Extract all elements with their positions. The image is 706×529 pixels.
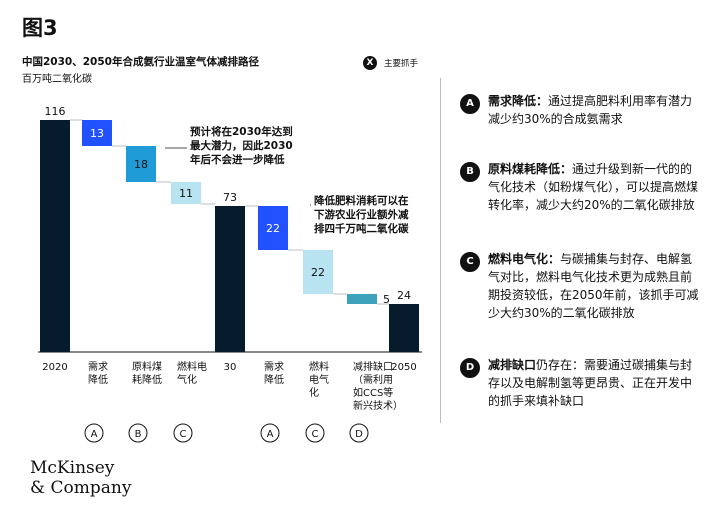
bar-6 [303,250,333,294]
brand-line-2: & Company [30,478,132,498]
lever-d-badge-icon: D [460,358,480,378]
value-label-7: 5 [383,293,390,306]
category-label-4: 30 [224,362,237,373]
category-label-2: 原料煤耗降低 [132,360,162,386]
lever-a-head: 需求降低： [488,94,549,108]
lever-a-desc: 通过提高肥料利用率有潜力减少约30%的合成氨需求 [488,94,693,126]
lever-c-badge-icon: C [460,252,480,272]
lever-c-head: 燃料电气化： [488,252,561,266]
lever-badge-6 [305,423,325,443]
lever-c-desc: 与碳捕集与封存、电解氢气对比，燃料电气化技术更为成熟且前期投资较低，在2050年… [488,252,699,320]
bar-0 [40,120,70,352]
category-label-8: 2050 [391,362,416,373]
lever-d-desc: 仍存在：需要通过碳捕集与封存以及电解制氢等更昂贵、正在开发中的抓手来填补缺口 [488,358,693,408]
mckinsey-logo: McKinsey & Company [30,458,131,498]
lever-badge-text-6: C [312,429,319,440]
lever-c-text: 燃料电气化：与碳捕集与封存、电解氢气对比，燃料电气化技术更为成熟且前期投资较低，… [488,250,702,322]
value-label-4: 73 [223,191,237,204]
value-label-5: 22 [266,222,280,235]
value-label-2: 18 [134,158,148,171]
lever-badge-text-2: B [135,429,142,440]
value-label-6: 22 [311,266,325,279]
lever-badge-5 [260,423,280,443]
brand-line-1: McKinsey [30,458,115,478]
lever-badge-7 [349,423,369,443]
value-label-8: 24 [397,289,411,302]
lever-badge-3 [173,423,193,443]
chart-unit-label: 百万吨二氧化碳 [22,74,92,85]
bar-1 [82,120,112,146]
lever-badge-text-5: A [267,429,274,440]
bar-2 [126,146,156,182]
legend-label: 主要抓手 [384,59,419,69]
lever-badge-1 [84,423,104,443]
lever-badge-text-3: C [180,429,187,440]
lever-a: A 需求降低：通过提高肥料利用率有潜力减少约30%的合成氨需求 [460,92,700,152]
divider [440,78,441,423]
lever-b-text: 原料煤耗降低：通过升级到新一代的的气化技术（如粉煤气化），可以提高燃煤转化率，减… [488,160,702,214]
lever-d-head: 减排缺口 [488,358,537,372]
bar-3 [171,182,201,204]
figure-label: 图3 [22,16,58,40]
value-label-1: 13 [90,127,104,140]
lever-badge-text-1: A [91,429,98,440]
waterfall-chart: 116 2020 13 需求降低 A 18 原料煤耗降低 B 11 燃料电气化 C 73 30 22 需求降… [38,105,422,443]
category-label-3: 燃料电气化 [177,360,207,386]
lever-d: D 减排缺口仍存在：需要通过碳捕集与封存以及电解制氢等更昂贵、正在开发中的抓手来… [460,356,700,432]
category-label-0: 2020 [42,362,67,373]
lever-a-text: 需求降低：通过提高肥料利用率有潜力减少约30%的合成氨需求 [488,92,702,128]
bar-7 [347,294,377,304]
value-label-3: 11 [179,187,193,200]
category-label-6: 燃料电气化 [309,360,329,399]
bar-5 [258,206,288,250]
category-label-5: 需求降低 [264,361,284,386]
category-label-1: 需求降低 [88,361,108,386]
lever-d-text: 减排缺口仍存在：需要通过碳捕集与封存以及电解制氢等更昂贵、正在开发中的抓手来填补… [488,356,702,410]
category-label-7: 减排缺口（需利用如CCS等新兴技术） [353,360,403,412]
lever-b: B 原料煤耗降低：通过升级到新一代的的气化技术（如粉煤气化），可以提高燃煤转化率… [460,160,700,240]
lever-badge-2 [128,423,148,443]
bar-8 [389,304,419,352]
lever-b-head: 原料煤耗降低： [488,162,573,176]
lever-b-desc: 通过升级到新一代的的气化技术（如粉煤气化），可以提高燃煤转化率，减少大约20%的… [488,162,699,212]
lever-c: C 燃料电气化：与碳捕集与封存、电解氢气对比，燃料电气化技术更为成熟且前期投资较… [460,250,700,346]
bar-4 [215,206,245,352]
annotation-1: 降低肥料消耗可以在下游农业行业额外减排四千万吨二氧化碳 [314,194,409,235]
lever-badge-text-7: D [355,429,363,440]
lever-a-badge-icon: A [460,94,480,114]
value-label-0: 116 [45,105,66,118]
lever-b-badge-icon: B [460,162,480,182]
chart-title: 中国2030、2050年合成氨行业温室气体减排路径 [22,56,259,68]
legend-badge-icon: X [363,56,377,70]
